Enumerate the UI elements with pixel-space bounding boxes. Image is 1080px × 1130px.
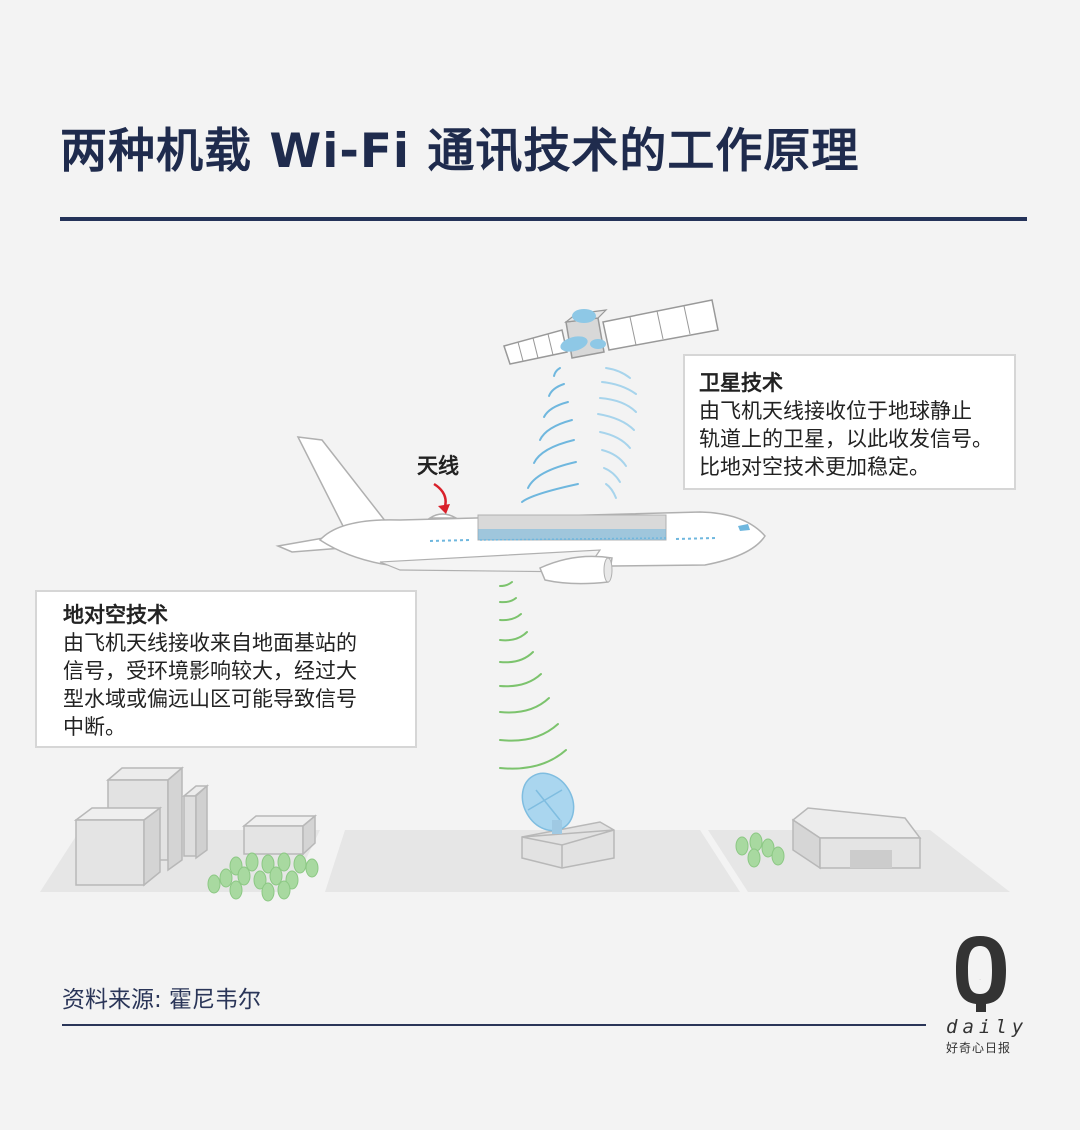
airplane	[275, 436, 766, 585]
ground-signal-waves	[499, 581, 567, 770]
ground-to-air-callout: 地对空技术 由飞机天线接收来自地面基站的 信号，受环境影响较大，经过大 型水域或…	[35, 590, 417, 748]
qdaily-logo: Q daily 好奇心日报	[940, 932, 1023, 1062]
satellite-callout-body: 由飞机天线接收位于地球静止 轨道上的卫星，以此收发信号。 比地对空技术更加稳定。	[699, 399, 993, 479]
antenna-label: 天线	[417, 454, 459, 478]
ground-callout-body: 由飞机天线接收来自地面基站的 信号，受环境影响较大，经过大 型水域或偏远山区可能…	[63, 631, 357, 739]
logo-wordmark: daily	[946, 1016, 1029, 1038]
q-logo-icon: Q	[956, 936, 1006, 1012]
satellite-technology-callout: 卫星技术 由飞机天线接收位于地球静止 轨道上的卫星，以此收发信号。 比地对空技术…	[683, 354, 1016, 490]
logo-tagline: 好奇心日报	[946, 1041, 1012, 1055]
ground-callout-heading: 地对空技术	[63, 603, 168, 627]
buildings-left	[73, 766, 318, 887]
satellite-callout-heading: 卫星技术	[699, 371, 783, 395]
hangar-building	[791, 807, 922, 870]
svg-text:Q: Q	[980, 979, 981, 981]
trees-left	[207, 852, 319, 902]
satellite	[503, 299, 719, 365]
page-title: 两种机载 Wi-Fi 通讯技术的工作原理	[60, 124, 860, 179]
satellite-signal-waves-down	[521, 367, 579, 503]
footer-divider	[62, 1024, 926, 1026]
satellite-signal-waves-up	[597, 367, 637, 499]
ground-station	[521, 772, 615, 869]
title-divider	[60, 217, 1027, 221]
trees-right	[735, 832, 785, 868]
source-credit: 资料来源: 霍尼韦尔	[62, 987, 262, 1013]
